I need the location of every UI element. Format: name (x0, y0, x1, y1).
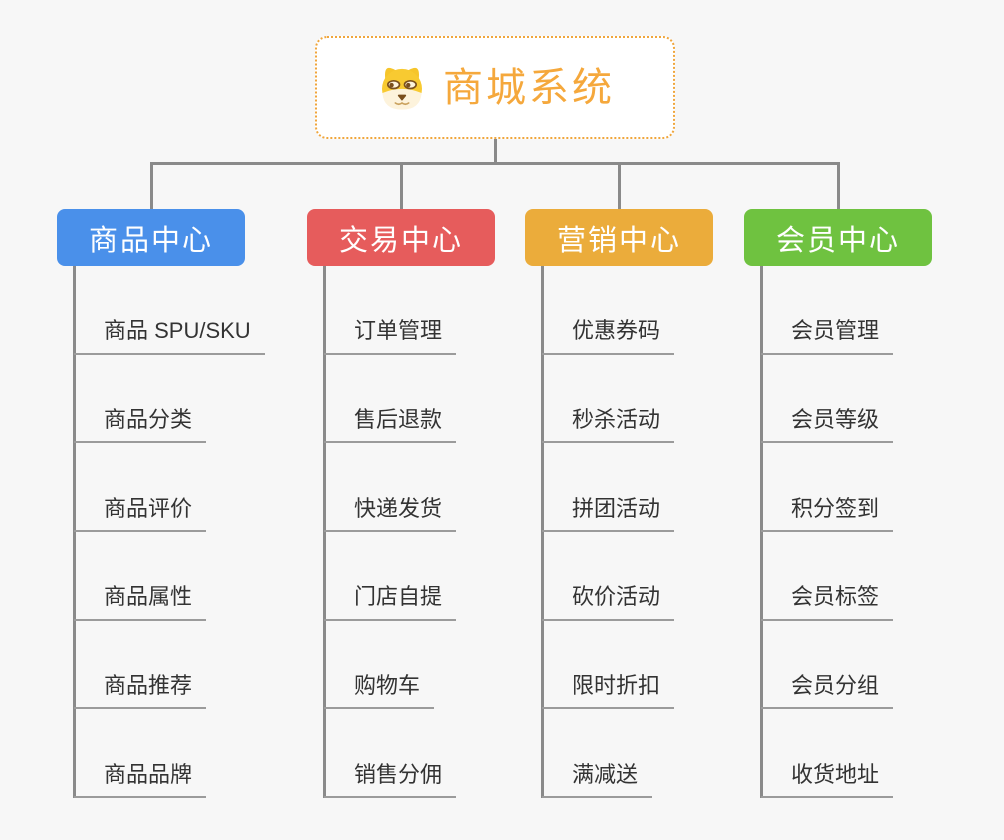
leaf-node[interactable]: 商品分类 (74, 406, 207, 444)
branch-head-goods-center[interactable]: 商品中心 (57, 209, 245, 266)
leaf-node[interactable]: 订单管理 (324, 317, 457, 355)
branch-marketing-center: 营销中心 优惠券码 秒杀活动 拼团活动 砍价活动 限时折扣 满减送 (525, 209, 713, 799)
shiba-dog-icon (382, 67, 422, 110)
leaf-node[interactable]: 会员等级 (761, 406, 894, 444)
branch-trade-center: 交易中心 订单管理 售后退款 快递发货 门店自提 购物车 销售分佣 (307, 209, 495, 799)
connector-drop-1 (149, 161, 153, 210)
branch-label: 会员中心 (775, 224, 900, 257)
branch-label: 营销中心 (556, 224, 681, 257)
branch-label: 商品中心 (88, 224, 213, 257)
leaf-node[interactable]: 门店自提 (324, 583, 457, 621)
leaf-node[interactable]: 商品属性 (74, 583, 207, 621)
leaf-node[interactable]: 限时折扣 (542, 672, 675, 710)
leaf-node[interactable]: 砍价活动 (542, 583, 675, 621)
branch-items-goods: 商品 SPU/SKU 商品分类 商品评价 商品属性 商品推荐 商品品牌 (72, 266, 265, 799)
branch-member-center: 会员中心 会员管理 会员等级 积分签到 会员标签 会员分组 收货地址 (744, 209, 932, 799)
root-title: 商城系统 (443, 65, 615, 110)
branch-label: 交易中心 (338, 224, 463, 257)
leaf-node[interactable]: 会员标签 (761, 583, 894, 621)
leaf-node[interactable]: 商品推荐 (74, 672, 207, 710)
leaf-node[interactable]: 售后退款 (324, 406, 457, 444)
branch-items-trade: 订单管理 售后退款 快递发货 门店自提 购物车 销售分佣 (322, 266, 495, 799)
branch-items-member: 会员管理 会员等级 积分签到 会员标签 会员分组 收货地址 (759, 266, 932, 799)
leaf-node[interactable]: 购物车 (324, 672, 435, 710)
connector-horizontal-bus (149, 161, 840, 165)
leaf-node[interactable]: 商品品牌 (74, 761, 207, 799)
leaf-node[interactable]: 销售分佣 (324, 761, 457, 799)
leaf-node[interactable]: 会员管理 (761, 317, 894, 355)
leaf-node[interactable]: 积分签到 (761, 495, 894, 533)
leaf-node[interactable]: 收货地址 (761, 761, 894, 799)
branch-items-marketing: 优惠券码 秒杀活动 拼团活动 砍价活动 限时折扣 满减送 (540, 266, 713, 799)
leaf-node[interactable]: 快递发货 (324, 495, 457, 533)
leaf-node[interactable]: 优惠券码 (542, 317, 675, 355)
root-node[interactable]: 商城系统 (315, 36, 675, 139)
branch-head-trade-center[interactable]: 交易中心 (307, 209, 495, 266)
leaf-node[interactable]: 会员分组 (761, 672, 894, 710)
branch-head-member-center[interactable]: 会员中心 (744, 209, 932, 266)
leaf-node[interactable]: 商品 SPU/SKU (74, 317, 265, 355)
branch-goods-center: 商品中心 商品 SPU/SKU 商品分类 商品评价 商品属性 商品推荐 商品品牌 (57, 209, 265, 799)
connector-drop-2 (399, 161, 403, 210)
connector-root-stub (493, 139, 497, 164)
leaf-node[interactable]: 拼团活动 (542, 495, 675, 533)
connector-drop-3 (617, 161, 621, 210)
leaf-node[interactable]: 商品评价 (74, 495, 207, 533)
leaf-node[interactable]: 秒杀活动 (542, 406, 675, 444)
leaf-node[interactable]: 满减送 (542, 761, 653, 799)
branch-head-marketing-center[interactable]: 营销中心 (525, 209, 713, 266)
connector-drop-4 (836, 161, 840, 210)
